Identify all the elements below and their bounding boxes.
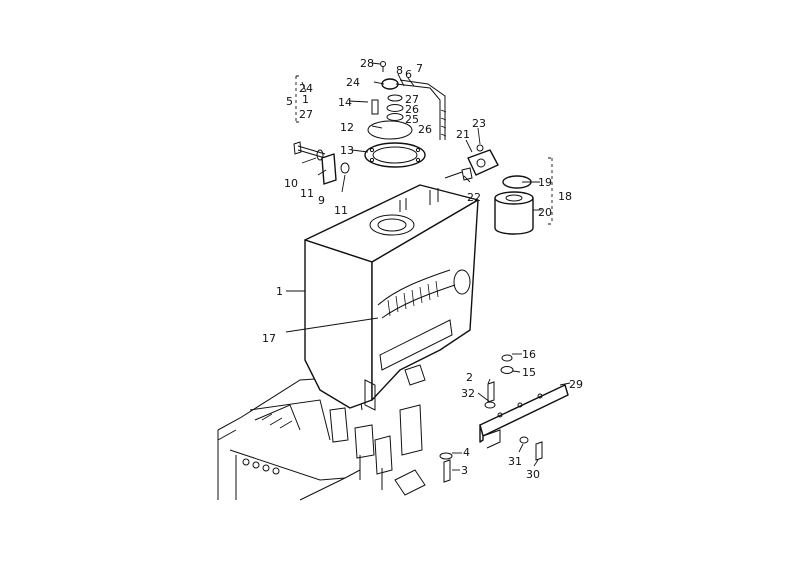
callout-27-group: 27 xyxy=(299,108,313,121)
callout-26-lower: 26 xyxy=(418,123,432,136)
callout-31: 31 xyxy=(508,455,522,468)
callout-29: 29 xyxy=(569,378,583,391)
support-bracket xyxy=(439,354,569,483)
callout-10: 10 xyxy=(284,177,298,190)
callout-28: 28 xyxy=(360,57,374,70)
callout-12: 12 xyxy=(340,121,354,134)
mounting-bolt xyxy=(293,141,350,185)
callout-20: 20 xyxy=(538,206,552,219)
callout-16: 16 xyxy=(522,348,536,361)
callout-32: 32 xyxy=(461,387,475,400)
callout-24-group: 24 xyxy=(299,82,313,95)
callout-11-left: 11 xyxy=(300,187,314,200)
callout-18: 18 xyxy=(558,190,572,203)
callout-14: 14 xyxy=(338,96,352,109)
callout-15: 15 xyxy=(522,366,536,379)
fuel-filter xyxy=(444,144,534,235)
callout-27: 27 xyxy=(405,93,419,106)
callout-22: 22 xyxy=(467,191,481,204)
callout-21: 21 xyxy=(456,128,470,141)
callout-8: 8 xyxy=(396,64,403,77)
callout-1-group: 1 xyxy=(302,93,309,106)
vehicle-frame xyxy=(217,377,426,501)
callout-26: 26 xyxy=(405,103,419,116)
callout-24: 24 xyxy=(346,76,360,89)
callout-4: 4 xyxy=(463,446,470,459)
callout-30: 30 xyxy=(526,468,540,481)
callout-19: 19 xyxy=(538,176,552,189)
callout-9: 9 xyxy=(318,194,325,207)
callout-1: 1 xyxy=(276,285,283,298)
callout-11-right: 11 xyxy=(334,204,348,217)
fuel-tank xyxy=(304,184,479,411)
callout-2: 2 xyxy=(466,371,473,384)
callout-5: 5 xyxy=(286,95,293,108)
leader-lines xyxy=(285,62,571,471)
callout-25: 25 xyxy=(405,113,419,126)
callout-13: 13 xyxy=(340,144,354,157)
filler-plate xyxy=(364,120,426,168)
callout-labels: 28 8 6 7 24 5 24 1 27 27 26 25 26 14 12 … xyxy=(262,57,583,481)
callout-17: 17 xyxy=(262,332,276,345)
callout-23: 23 xyxy=(472,117,486,130)
callout-3: 3 xyxy=(461,464,468,477)
callout-7: 7 xyxy=(416,62,423,75)
sender-fittings xyxy=(371,61,447,140)
callout-6: 6 xyxy=(405,68,412,81)
